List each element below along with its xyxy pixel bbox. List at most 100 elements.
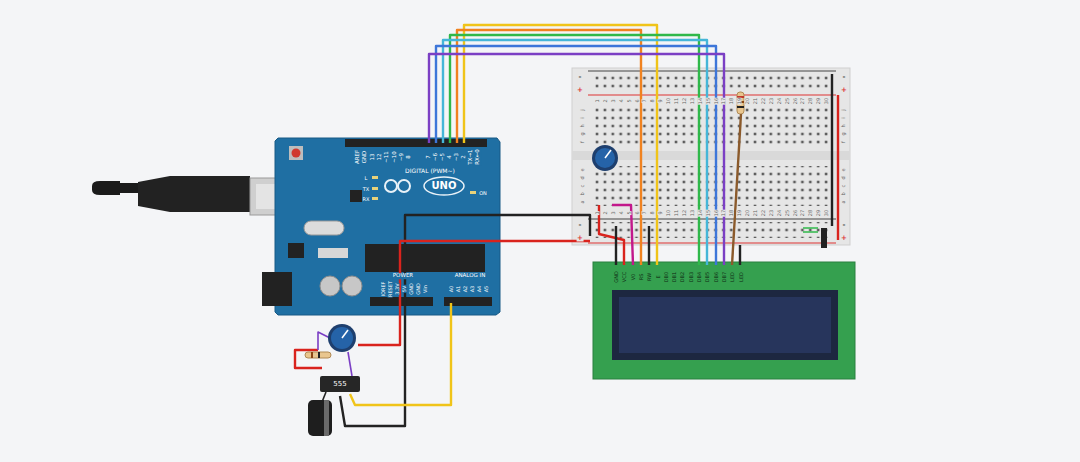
arduino-board-part <box>350 190 362 202</box>
pin-label: - <box>578 222 582 229</box>
wires-part <box>350 303 451 405</box>
pin-label: IOREF <box>381 281 386 297</box>
pin-label: ~3 <box>454 152 460 161</box>
wires-part <box>464 25 657 265</box>
pin-label: 7 <box>426 155 432 160</box>
pin-label: e <box>841 168 846 172</box>
pin-label: 25 <box>784 209 789 216</box>
pin-label: GND <box>409 283 414 295</box>
pin-label: 13 <box>689 97 694 104</box>
pin-label: DB3 <box>688 271 693 282</box>
pin-label: 30 <box>824 97 829 104</box>
pin-label: 6 <box>634 211 639 215</box>
pin-label: + <box>841 235 848 242</box>
pin-label: j <box>841 109 846 111</box>
pin-label: RW <box>647 272 652 281</box>
pin-label: h <box>580 124 585 128</box>
pin-label: f <box>841 141 846 144</box>
pin-label: 18 <box>729 209 734 216</box>
pin-label: L <box>364 176 368 181</box>
pin-label: 25 <box>784 97 789 104</box>
arduino-board-part <box>470 191 476 194</box>
pin-label: A0 <box>449 285 454 293</box>
pin-label: 4 <box>618 211 623 215</box>
pin-label: 18 <box>729 97 734 104</box>
arduino-board-part <box>342 276 362 296</box>
pin-label: GND <box>416 283 421 295</box>
pin-label: e <box>580 168 585 172</box>
pin-label: 2 <box>602 211 607 215</box>
pin-label: 12 <box>377 153 383 161</box>
breadboard-parts-part <box>821 228 827 248</box>
pin-label: 15 <box>705 209 710 216</box>
pin-label: 26 <box>792 97 797 104</box>
pin-label: GND <box>409 283 414 295</box>
chip-label: 555 <box>333 381 346 388</box>
pin-label: LED <box>738 272 743 283</box>
pin-label: ANALOG IN <box>454 273 486 279</box>
pin-label: h <box>841 124 846 128</box>
pin-label: ~11 <box>384 151 390 164</box>
pin-label: 28 <box>808 97 813 104</box>
pin-label: - <box>578 222 582 229</box>
pin-label: A4 <box>477 285 482 293</box>
pin-label: c <box>841 184 846 188</box>
pin-label: h <box>841 124 846 128</box>
pin-label: 20 <box>745 209 750 216</box>
pin-label: RESET <box>388 280 393 297</box>
pin-label: IOREF <box>381 281 386 297</box>
pin-label: 25 <box>784 97 789 104</box>
wires-part <box>739 245 741 265</box>
pin-label: - <box>842 222 846 229</box>
pin-label: TX→1 <box>468 149 474 165</box>
pin-label: 18 <box>729 97 734 104</box>
pin-label: 4 <box>447 155 453 160</box>
pin-label: ON <box>479 191 488 196</box>
pin-label: 12 <box>681 97 686 104</box>
arduino-board-part <box>304 221 344 235</box>
pin-label: 27 <box>800 209 805 216</box>
pin-label: 11 <box>674 209 679 216</box>
wires-part <box>803 227 818 229</box>
timer-circuit-parts-part <box>342 330 348 338</box>
pin-label: 5 <box>626 99 631 103</box>
pin-label: E <box>655 275 660 279</box>
pin-label: DIGITAL (PWM~) <box>405 168 456 174</box>
pin-label: i <box>580 117 585 119</box>
pin-label: 8 <box>406 155 412 160</box>
pin-label: g <box>580 132 585 136</box>
pin-label: TX→1 <box>468 149 474 165</box>
usb-cable-part <box>138 176 250 212</box>
pin-label: 8 <box>650 99 655 103</box>
pin-label: 21 <box>753 97 758 104</box>
wires <box>295 25 838 426</box>
pin-label: 2 <box>602 211 607 215</box>
pin-label: 28 <box>808 209 813 216</box>
pin-label: 7 <box>642 99 647 103</box>
pin-label: DB7 <box>721 271 726 282</box>
pin-label: 4 <box>618 211 623 215</box>
pin-label: LED <box>730 272 735 283</box>
arduino-board-part <box>424 177 464 195</box>
pin-label: 6 <box>634 211 639 215</box>
wires-part <box>599 205 624 265</box>
timer-circuit-parts-part <box>318 352 320 358</box>
pin-label: ANALOG IN <box>454 273 486 279</box>
pin-label: 1 <box>595 99 600 103</box>
pin-label: DB4 <box>697 271 702 282</box>
arduino-board-part <box>372 176 378 179</box>
pin-label: 20 <box>745 97 750 104</box>
pin-label: + <box>841 87 848 94</box>
wires-part <box>358 241 590 345</box>
breadboard-part <box>588 219 836 220</box>
breadboard-part <box>588 95 836 96</box>
pin-label: 3.3V <box>395 283 400 295</box>
pin-label: 3 <box>610 211 615 215</box>
pin-label: 22 <box>760 97 765 104</box>
pin-label: GND <box>614 271 619 283</box>
pin-label: 16 <box>713 209 718 216</box>
pin-label: 26 <box>792 209 797 216</box>
pin-label: 9 <box>658 99 663 103</box>
pin-label: b <box>841 192 846 196</box>
pin-label: 1 <box>595 99 600 103</box>
